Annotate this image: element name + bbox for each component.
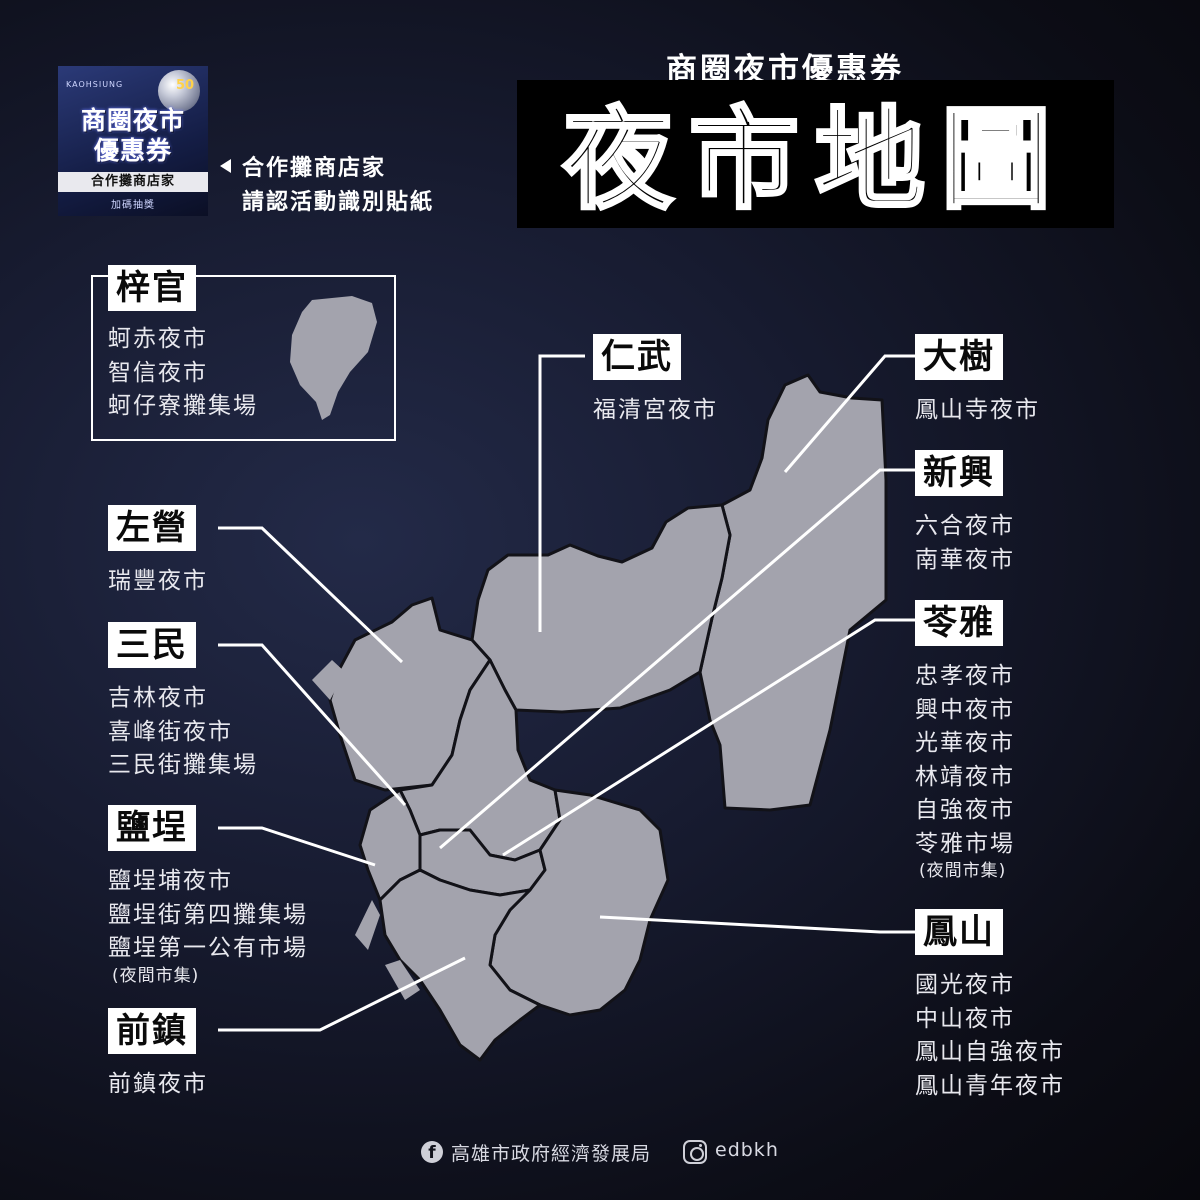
market-item: 吉林夜市 [108, 685, 208, 712]
market-list: 吉林夜市 喜峰街夜市 三民街攤集場 [108, 682, 258, 783]
coast-details [312, 660, 420, 1000]
market-item: 蚵仔寮攤集場 [108, 393, 258, 420]
market-item: 中山夜市 [915, 1005, 1015, 1032]
leader-lingya [502, 618, 915, 857]
district-label: 仁武 [593, 334, 681, 381]
facebook-account[interactable]: 高雄市政府經濟發展局 [451, 1143, 652, 1165]
district-renwu: 仁武 福清宮夜市 [593, 334, 718, 428]
district-label: 大樹 [915, 334, 1003, 381]
district-dashu: 大樹 鳳山寺夜市 [915, 334, 1040, 428]
market-item: 鹽埕埔夜市 [108, 868, 233, 895]
market-item: 瑞豐夜市 [108, 568, 208, 595]
district-zuoying: 左營 瑞豐夜市 [108, 505, 208, 599]
district-label: 苓雅 [915, 600, 1003, 647]
market-item: 國光夜市 [915, 972, 1015, 999]
market-item: 自強夜市 [915, 797, 1015, 824]
market-item: 鳳山寺夜市 [915, 397, 1040, 424]
region-cianjhen [378, 868, 542, 1062]
market-list: 忠孝夜市 興中夜市 光華夜市 林靖夜市 自強夜市 苓雅市場 (夜間市集) [915, 660, 1015, 881]
district-sanmin: 三民 吉林夜市 喜峰街夜市 三民街攤集場 [108, 622, 258, 783]
market-item: 南華夜市 [915, 546, 1015, 573]
market-item: 林靖夜市 [915, 763, 1015, 790]
disco-ball-icon [158, 70, 200, 112]
leader-cianjhen [218, 956, 466, 1032]
sticker-image: KAOHSIUNG 50 商圈夜市 優惠券 合作攤商店家 加碼抽獎 [58, 66, 208, 216]
instagram-icon[interactable] [683, 1140, 707, 1164]
district-zihguan: 梓官 蚵赤夜市 智信夜市 蚵仔寮攤集場 [108, 265, 258, 424]
market-item: 六合夜市 [915, 513, 1015, 540]
leader-sanmin [218, 643, 407, 806]
instagram-account[interactable]: edbkh [715, 1139, 779, 1161]
market-list: 國光夜市 中山夜市 鳳山自強夜市 鳳山青年夜市 [915, 969, 1065, 1103]
district-label: 左營 [108, 505, 196, 552]
district-sinsing: 新興 六合夜市 南華夜市 [915, 450, 1015, 577]
market-note: (夜間市集) [112, 965, 200, 986]
market-item: 興中夜市 [915, 696, 1015, 723]
market-list: 前鎮夜市 [108, 1068, 208, 1102]
market-item: 蚵赤夜市 [108, 326, 208, 353]
leader-fongshan [599, 915, 915, 934]
market-list: 鹽埕埔夜市 鹽埕街第四攤集場 鹽埕第一公有市場 (夜間市集) [108, 865, 308, 986]
footer: f 高雄市政府經濟發展局 edbkh [0, 1138, 1200, 1168]
market-list: 蚵赤夜市 智信夜市 蚵仔寮攤集場 [108, 323, 258, 424]
market-item: 鹽埕街第四攤集場 [108, 901, 308, 928]
district-label: 前鎮 [108, 1008, 196, 1055]
market-list: 六合夜市 南華夜市 [915, 510, 1015, 577]
region-dashu [698, 373, 888, 812]
region-fongshan [488, 788, 670, 1017]
arrow-left-icon [220, 159, 231, 173]
leader-sinsing [439, 468, 915, 850]
market-item: 鳳山青年夜市 [915, 1072, 1065, 1099]
market-item: 智信夜市 [108, 359, 208, 386]
sticker-top-text: KAOHSIUNG [66, 80, 124, 89]
district-label: 鹽埕 [108, 805, 196, 852]
sticker-bar: 合作攤商店家 [58, 172, 208, 192]
market-item: 光華夜市 [915, 730, 1015, 757]
leader-dashu [783, 354, 915, 473]
title-outline: 夜市地圖 [560, 94, 1067, 226]
market-item: 前鎮夜市 [108, 1071, 208, 1098]
district-fongshan: 鳳山 國光夜市 中山夜市 鳳山自強夜市 鳳山青年夜市 [915, 909, 1065, 1103]
leader-renwu [538, 354, 585, 632]
district-label: 鳳山 [915, 909, 1003, 956]
district-cianjhen: 前鎮 前鎮夜市 [108, 1008, 208, 1102]
market-list: 鳳山寺夜市 [915, 394, 1040, 428]
market-item: 鳳山自強夜市 [915, 1039, 1065, 1066]
district-label: 梓官 [108, 265, 196, 312]
market-item: 福清宮夜市 [593, 397, 718, 424]
facebook-icon[interactable]: f [421, 1141, 443, 1163]
sticker-badge: 50 [176, 78, 195, 93]
zihguan-inset-frame [91, 275, 396, 441]
page-title: 夜市地圖 [562, 96, 1067, 224]
market-item: 三民街攤集場 [108, 752, 258, 779]
market-item: 苓雅市場 [915, 830, 1015, 857]
leader-yancheng [218, 826, 376, 867]
district-yancheng: 鹽埕 鹽埕埔夜市 鹽埕街第四攤集場 鹽埕第一公有市場 (夜間市集) [108, 805, 308, 986]
market-note: (夜間市集) [919, 861, 1007, 882]
title-box: 夜市地圖 [517, 80, 1114, 228]
taiwan-inset-shape [290, 296, 377, 420]
market-item: 喜峰街夜市 [108, 718, 233, 745]
sticker-note-line1: 合作攤商店家 [242, 156, 387, 181]
market-list: 福清宮夜市 [593, 394, 718, 428]
region-renwu [470, 503, 732, 714]
map-landmass [328, 373, 888, 1062]
market-list: 瑞豐夜市 [108, 565, 208, 599]
sticker-title: 商圈夜市 優惠券 [80, 106, 185, 165]
leader-lines [218, 354, 915, 1032]
district-label: 新興 [915, 450, 1003, 497]
market-item: 忠孝夜市 [915, 663, 1015, 690]
sticker-bottom-text: 加碼抽獎 [111, 200, 155, 211]
district-lingya: 苓雅 忠孝夜市 興中夜市 光華夜市 林靖夜市 自強夜市 苓雅市場 (夜間市集) [915, 600, 1015, 881]
leader-zuoying [218, 526, 404, 664]
district-label: 三民 [108, 622, 196, 669]
market-item: 鹽埕第一公有市場 [108, 935, 308, 962]
sticker-note-line2: 請認活動識別貼紙 [242, 190, 435, 215]
